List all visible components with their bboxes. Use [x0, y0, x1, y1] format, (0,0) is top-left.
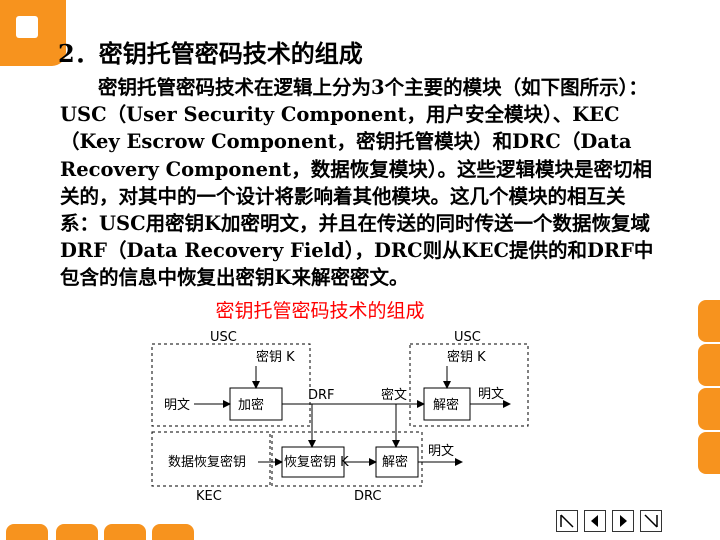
previous-slide-button[interactable] [584, 510, 606, 532]
decrypt-box-top [423, 387, 471, 421]
plaintext-out-bottom-label: 明文 [428, 444, 454, 459]
corner-decoration [0, 0, 66, 66]
drc-label: DRC [354, 489, 381, 504]
plaintext-in-label: 明文 [164, 398, 190, 413]
usc-right-label: USC [454, 330, 481, 345]
bottom-decoration [56, 524, 98, 540]
usc-left-label: USC [210, 330, 237, 345]
encrypt-box-label: 加密 [238, 397, 264, 413]
last-slide-icon [644, 514, 658, 528]
kec-label: KEC [196, 489, 222, 504]
side-decoration [698, 432, 720, 474]
body-paragraph: 密钥托管密码技术在逻辑上分为3个主要的模块（如下图所示）：USC（User Se… [60, 76, 654, 290]
next-slide-icon [620, 515, 627, 527]
usc-right-module [409, 343, 529, 427]
diagram-title: 密钥托管密码技术的组成 [215, 300, 425, 322]
first-slide-button[interactable] [556, 510, 578, 532]
decrypt-box-top-label: 解密 [433, 397, 459, 413]
previous-slide-icon [591, 515, 598, 527]
side-decoration [698, 344, 720, 386]
side-decoration [698, 388, 720, 430]
decrypt-box-bottom-label: 解密 [382, 454, 408, 470]
ciphertext-label: 密文 [381, 387, 407, 403]
side-decoration [698, 300, 720, 342]
drc-module [271, 431, 423, 487]
bottom-decoration [6, 524, 48, 540]
encrypt-box [229, 387, 283, 421]
key-k-left-label: 密钥 K [256, 349, 295, 365]
corner-decoration-inner [16, 16, 38, 38]
usc-left-module [151, 343, 311, 427]
bottom-decoration [104, 524, 146, 540]
key-k-right-label: 密钥 K [447, 349, 486, 365]
first-slide-icon [560, 514, 574, 528]
drf-label: DRF [308, 388, 335, 403]
slide-title: 2．密钥托管密码技术的组成 [58, 39, 363, 68]
last-slide-button[interactable] [640, 510, 662, 532]
data-recovery-key-label: 数据恢复密钥 [168, 454, 246, 470]
recover-key-box-label: 恢复密钥 K [284, 454, 349, 470]
kec-module [151, 431, 271, 487]
plaintext-out-top-label: 明文 [478, 387, 504, 402]
next-slide-button[interactable] [612, 510, 634, 532]
bottom-decoration [152, 524, 194, 540]
